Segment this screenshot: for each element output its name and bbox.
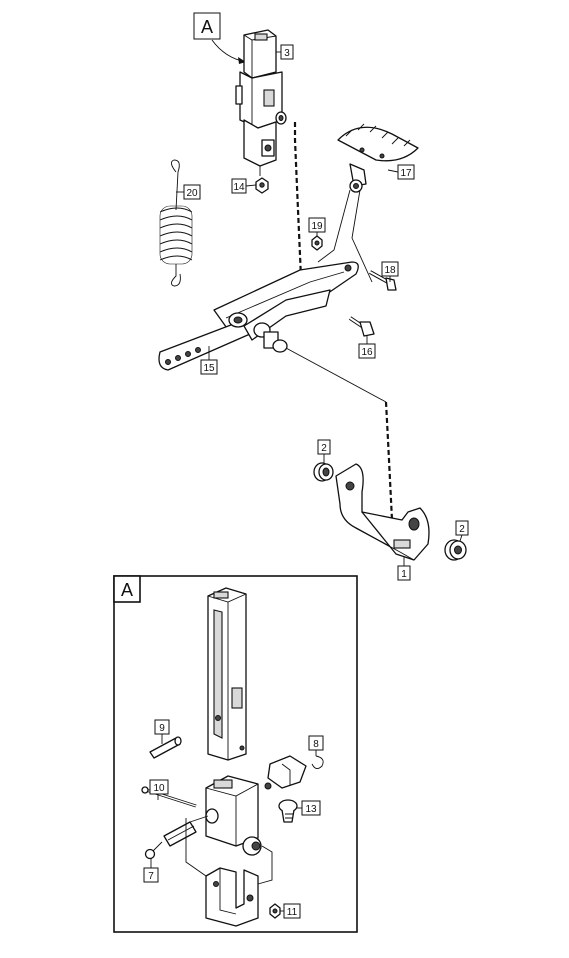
label-10: 10 <box>149 779 169 800</box>
svg-text:17: 17 <box>400 168 412 179</box>
inset-a: A <box>113 575 358 933</box>
part-2-bushing-right <box>444 539 467 561</box>
label-2-left: 2 <box>317 439 331 463</box>
svg-text:16: 16 <box>361 347 373 358</box>
label-7: 7 <box>143 859 159 883</box>
inset-part-11-nut <box>269 903 281 919</box>
svg-text:10: 10 <box>153 783 165 794</box>
inset-cam-block <box>267 755 307 789</box>
callout-a-letter: A <box>201 17 213 37</box>
label-9: 9 <box>154 719 170 744</box>
label-17: 17 <box>387 164 415 180</box>
part-19-nut <box>311 235 323 251</box>
inset-part-13-knob <box>278 799 298 823</box>
svg-text:3: 3 <box>284 48 290 59</box>
svg-text:1: 1 <box>401 569 407 580</box>
svg-text:19: 19 <box>311 221 323 232</box>
assembly-line-lower <box>384 401 394 521</box>
part-14-nut <box>255 177 269 194</box>
svg-text:2: 2 <box>321 443 327 454</box>
part-20-spring <box>159 159 193 287</box>
svg-text:14: 14 <box>233 182 245 193</box>
inset-a-letter: A <box>121 580 133 600</box>
label-3: 3 <box>276 44 294 60</box>
part-2-bushing-left <box>313 462 334 482</box>
part-17-pedal <box>337 123 419 193</box>
inset-lower-bracket <box>205 867 259 927</box>
part-18-bolt <box>369 270 397 291</box>
inset-plunger <box>163 815 209 847</box>
part-1-lower-bracket <box>335 463 430 561</box>
label-1: 1 <box>397 556 411 581</box>
label-14: 14 <box>231 178 257 194</box>
svg-text:8: 8 <box>313 739 319 750</box>
svg-text:13: 13 <box>305 804 317 815</box>
svg-text:2: 2 <box>459 524 465 535</box>
svg-text:11: 11 <box>287 907 298 918</box>
part-15-lever-bracket <box>158 261 359 371</box>
inset-tube <box>207 587 247 761</box>
svg-text:15: 15 <box>203 363 215 374</box>
assembly-line-upper <box>293 122 304 301</box>
label-20: 20 <box>176 184 201 200</box>
label-16: 16 <box>358 336 376 359</box>
svg-text:9: 9 <box>159 723 165 734</box>
inset-middle-block <box>205 775 272 856</box>
label-11: 11 <box>280 903 301 919</box>
label-18: 18 <box>381 261 399 282</box>
svg-text:7: 7 <box>148 871 154 882</box>
svg-text:20: 20 <box>186 188 198 199</box>
inset-part-8-clip <box>311 755 324 769</box>
inset-part-9-pin <box>149 736 182 759</box>
callout-a: A <box>193 12 247 64</box>
label-8: 8 <box>308 735 324 756</box>
svg-text:18: 18 <box>384 265 396 276</box>
inset-part-7-pin <box>144 841 163 860</box>
part-3-tube-assembly <box>235 29 287 176</box>
part-16-bolt <box>348 316 375 337</box>
label-19: 19 <box>308 217 326 236</box>
label-13: 13 <box>296 800 321 816</box>
label-2-right: 2 <box>455 520 469 542</box>
label-15: 15 <box>200 346 218 375</box>
